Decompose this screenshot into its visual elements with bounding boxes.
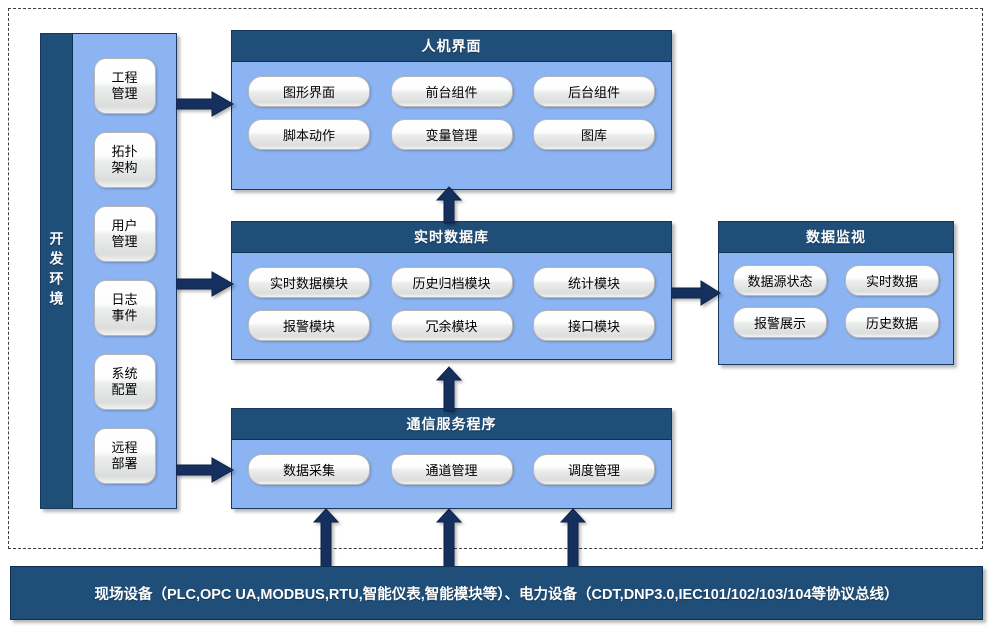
data-monitoring-panel-body: 数据源状态 实时数据 报警展示 历史数据 <box>719 253 953 350</box>
monitor-item-alarm-display[interactable]: 报警展示 <box>733 307 827 338</box>
comm-item-data-acquisition[interactable]: 数据采集 <box>248 454 370 485</box>
arrow-rtdb-to-hmi <box>436 186 462 224</box>
dev-item-label-line2: 架构 <box>111 160 138 175</box>
dev-item-label-line1: 拓扑 <box>111 143 138 159</box>
rtdb-item-realtime-data-module[interactable]: 实时数据模块 <box>248 267 370 298</box>
hmi-panel-body: 图形界面 前台组件 后台组件 脚本动作 变量管理 图库 <box>232 62 671 164</box>
hmi-item-frontend-component[interactable]: 前台组件 <box>390 76 513 107</box>
dev-item-label-line1: 工程 <box>111 69 138 85</box>
arrow-dev-to-hmi <box>176 91 234 117</box>
dev-item-label-line1: 日志 <box>111 291 138 307</box>
hmi-item-graphics-library[interactable]: 图库 <box>533 119 655 150</box>
arrow-dev-to-rtdb <box>176 271 234 297</box>
arrow-field-to-comm-right <box>560 508 586 568</box>
hmi-item-backend-component[interactable]: 后台组件 <box>533 76 655 107</box>
arrow-comm-to-rtdb <box>436 366 462 412</box>
monitor-item-datasource-status[interactable]: 数据源状态 <box>733 265 827 296</box>
hmi-panel: 人机界面 图形界面 前台组件 后台组件 脚本动作 变量管理 图库 <box>231 30 672 190</box>
communication-service-panel: 通信服务程序 数据采集 通道管理 调度管理 <box>231 408 672 509</box>
field-device-banner: 现场设备（PLC,OPC UA,MODBUS,RTU,智能仪表,智能模块等）、电… <box>10 566 983 620</box>
dev-item-system-configuration[interactable]: 系统 配置 <box>93 354 156 410</box>
rtdb-item-history-archive-module[interactable]: 历史归档模块 <box>390 267 513 298</box>
communication-service-panel-title: 通信服务程序 <box>232 409 671 440</box>
arrow-field-to-comm-center <box>436 508 462 568</box>
monitor-item-history-data[interactable]: 历史数据 <box>845 307 939 338</box>
dev-item-label-line2: 事件 <box>111 308 138 323</box>
dev-item-label-line2: 配置 <box>111 382 138 397</box>
development-environment-strip: 开发环境 <box>41 34 73 508</box>
comm-item-dispatch-management[interactable]: 调度管理 <box>533 454 655 485</box>
rtdb-item-redundancy-module[interactable]: 冗余模块 <box>390 310 513 341</box>
rtdb-item-interface-module[interactable]: 接口模块 <box>533 310 655 341</box>
dev-item-project-management[interactable]: 工程 管理 <box>93 58 156 114</box>
development-environment-panel: 开发环境 工程 管理 拓扑 架构 用户 管理 日志 事件 系统 配置 远程 部署 <box>40 33 177 509</box>
data-monitoring-panel: 数据监视 数据源状态 实时数据 报警展示 历史数据 <box>718 221 954 365</box>
dev-item-remote-deployment[interactable]: 远程 部署 <box>93 428 156 484</box>
dev-item-label-line2: 部署 <box>111 456 138 471</box>
communication-service-panel-body: 数据采集 通道管理 调度管理 <box>232 440 671 499</box>
monitor-item-realtime-data[interactable]: 实时数据 <box>845 265 939 296</box>
arrow-rtdb-to-monitor <box>671 280 721 306</box>
arrow-dev-to-comm <box>176 457 234 483</box>
arrow-field-to-comm-left <box>313 508 339 568</box>
system-boundary <box>8 8 983 549</box>
development-environment-item-list: 工程 管理 拓扑 架构 用户 管理 日志 事件 系统 配置 远程 部署 <box>73 34 176 508</box>
hmi-item-variable-management[interactable]: 变量管理 <box>390 119 513 150</box>
realtime-database-panel: 实时数据库 实时数据模块 历史归档模块 统计模块 报警模块 冗余模块 接口模块 <box>231 221 672 360</box>
rtdb-item-alarm-module[interactable]: 报警模块 <box>248 310 370 341</box>
dev-item-topology-architecture[interactable]: 拓扑 架构 <box>93 132 156 188</box>
dev-item-user-management[interactable]: 用户 管理 <box>93 206 156 262</box>
data-monitoring-panel-title: 数据监视 <box>719 222 953 253</box>
hmi-panel-title: 人机界面 <box>232 31 671 62</box>
dev-item-label-line2: 管理 <box>111 234 138 249</box>
realtime-database-panel-title: 实时数据库 <box>232 222 671 253</box>
hmi-item-script-action[interactable]: 脚本动作 <box>248 119 370 150</box>
dev-item-label-line1: 远程 <box>111 439 138 455</box>
dev-item-label-line2: 管理 <box>111 86 138 101</box>
development-environment-label: 开发环境 <box>48 231 65 311</box>
dev-item-log-events[interactable]: 日志 事件 <box>93 280 156 336</box>
realtime-database-panel-body: 实时数据模块 历史归档模块 统计模块 报警模块 冗余模块 接口模块 <box>232 253 671 355</box>
comm-item-channel-management[interactable]: 通道管理 <box>390 454 513 485</box>
dev-item-label-line1: 用户 <box>111 217 138 233</box>
hmi-item-graphic-interface[interactable]: 图形界面 <box>248 76 370 107</box>
rtdb-item-statistics-module[interactable]: 统计模块 <box>533 267 655 298</box>
dev-item-label-line1: 系统 <box>111 365 138 381</box>
